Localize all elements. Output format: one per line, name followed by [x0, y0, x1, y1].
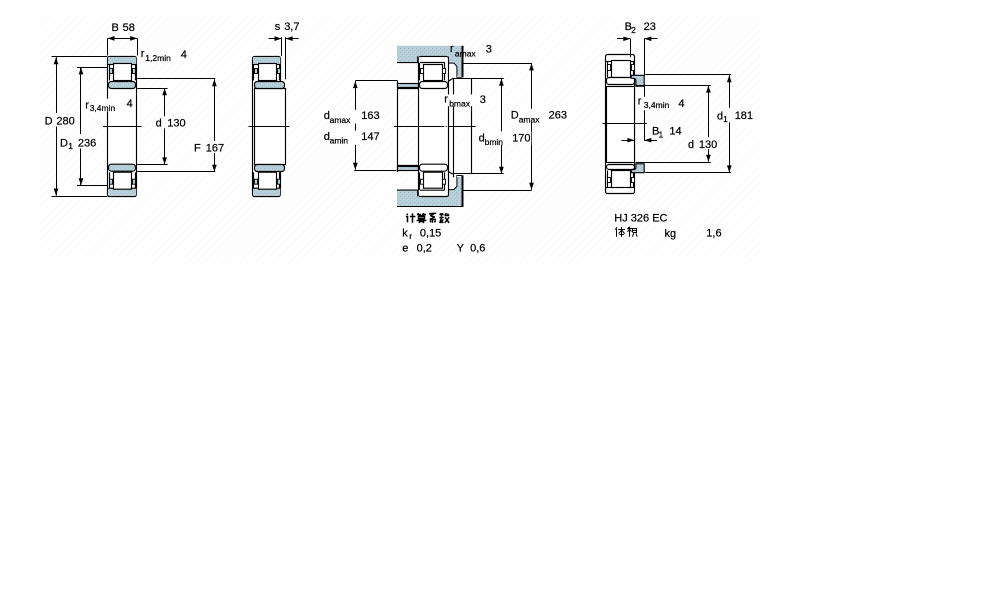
- svg-text:4: 4: [181, 49, 187, 61]
- svg-text:1,6: 1,6: [706, 228, 721, 240]
- svg-text:HJ 326 EC: HJ 326 EC: [614, 213, 667, 225]
- svg-text:1,2min: 1,2min: [145, 53, 171, 63]
- svg-text:r: r: [444, 94, 448, 106]
- svg-text:3,4min: 3,4min: [90, 103, 116, 113]
- svg-text:1: 1: [68, 141, 73, 151]
- svg-text:d: d: [479, 132, 485, 144]
- svg-text:280: 280: [56, 116, 74, 128]
- svg-text:3: 3: [486, 43, 492, 55]
- svg-text:d: d: [324, 131, 330, 143]
- svg-text:bmin: bmin: [485, 137, 504, 147]
- svg-text:0,15: 0,15: [420, 228, 441, 240]
- svg-text:3,4min: 3,4min: [644, 100, 670, 110]
- svg-text:0,6: 0,6: [470, 242, 485, 254]
- svg-text:r: r: [409, 231, 412, 241]
- svg-text:F: F: [194, 142, 201, 154]
- svg-text:r: r: [141, 48, 145, 60]
- svg-text:1: 1: [659, 130, 664, 140]
- svg-text:D: D: [60, 137, 68, 149]
- svg-text:14: 14: [669, 125, 681, 137]
- svg-text:181: 181: [735, 110, 753, 122]
- svg-text:58: 58: [123, 22, 135, 34]
- svg-text:r: r: [450, 43, 454, 55]
- svg-text:B: B: [625, 21, 632, 33]
- svg-text:D: D: [511, 110, 519, 122]
- svg-text:170: 170: [512, 132, 530, 144]
- svg-text:d: d: [324, 110, 330, 122]
- svg-text:4: 4: [678, 98, 684, 110]
- svg-text:amax: amax: [455, 48, 477, 58]
- svg-text:236: 236: [78, 137, 96, 149]
- svg-text:4: 4: [127, 98, 133, 110]
- svg-text:bmax: bmax: [449, 98, 471, 108]
- svg-text:d: d: [717, 110, 723, 122]
- svg-text:130: 130: [699, 139, 717, 151]
- svg-text:2: 2: [631, 25, 636, 35]
- svg-text:amax: amax: [519, 114, 541, 124]
- svg-text:163: 163: [361, 110, 379, 122]
- svg-text:amin: amin: [330, 136, 349, 146]
- svg-text:147: 147: [361, 131, 379, 143]
- svg-text:D: D: [45, 116, 53, 128]
- svg-text:B: B: [652, 126, 659, 138]
- svg-text:r: r: [85, 99, 89, 111]
- svg-text:0,2: 0,2: [417, 242, 432, 254]
- svg-text:s: s: [275, 21, 281, 33]
- svg-text:167: 167: [206, 142, 224, 154]
- svg-text:d: d: [688, 139, 694, 151]
- svg-text:130: 130: [167, 117, 185, 129]
- svg-text:e: e: [402, 242, 408, 254]
- svg-text:d: d: [156, 117, 162, 129]
- svg-text:k: k: [402, 228, 408, 240]
- svg-text:Y: Y: [457, 242, 465, 254]
- svg-text:B: B: [112, 22, 119, 34]
- svg-text:263: 263: [549, 110, 567, 122]
- svg-text:3: 3: [480, 94, 486, 106]
- svg-text:1: 1: [723, 114, 728, 124]
- svg-text:3,7: 3,7: [284, 21, 299, 33]
- svg-text:r: r: [638, 95, 642, 107]
- svg-text:23: 23: [644, 21, 656, 33]
- svg-text:amax: amax: [330, 115, 352, 125]
- svg-text:kg: kg: [665, 228, 677, 240]
